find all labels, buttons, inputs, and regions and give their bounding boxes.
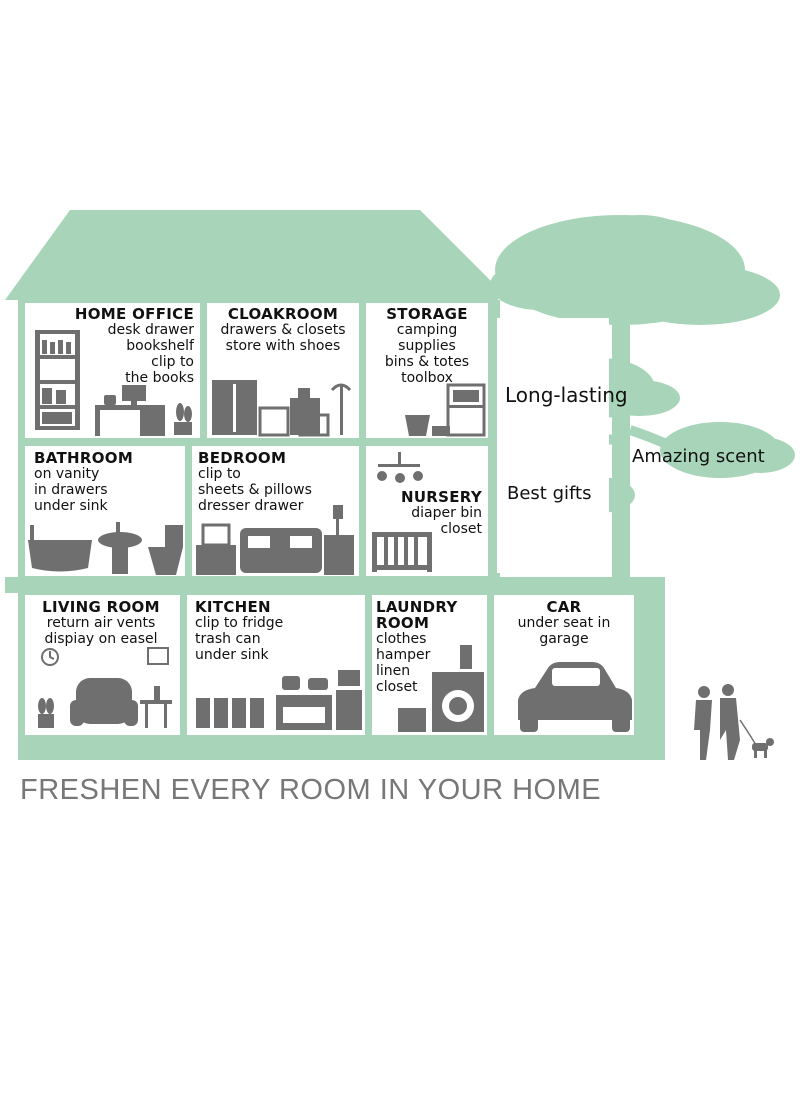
bedroom-line: sheets & pillows <box>198 482 312 498</box>
laundry-room-title: LAUNDRY <box>376 598 458 616</box>
dining-chairs-icon <box>196 698 264 728</box>
coat-rack-icon <box>330 383 352 435</box>
nightstand-icon <box>196 523 236 575</box>
stove-icon <box>276 676 332 730</box>
armchair-icon <box>70 678 138 726</box>
home-office-title: HOME OFFICE <box>74 305 194 323</box>
bed-icon <box>240 528 322 573</box>
kitchen-title: KITCHEN <box>195 598 271 616</box>
bathroom-title: BATHROOM <box>34 449 134 467</box>
amazing-scent-tag: Amazing scent <box>632 446 765 467</box>
side-table-icon <box>140 686 172 728</box>
picture-frame-icon <box>147 647 169 665</box>
storage-line: toolbox <box>401 370 453 386</box>
best-gifts-tag: Best gifts <box>507 483 592 504</box>
cloakroom-label: CLOAKROOM drawers & closets store with s… <box>207 306 359 354</box>
car-line: garage <box>539 631 589 647</box>
nursery-line: diaper bin <box>411 505 482 521</box>
sink-icon <box>98 522 142 574</box>
toilet-icon <box>148 525 183 575</box>
kitchen-line: under sink <box>195 647 269 663</box>
cloakroom-icons <box>212 380 352 437</box>
nursery-icons <box>372 452 432 572</box>
bedroom-line: clip to <box>198 466 241 482</box>
storage-icons <box>405 383 486 437</box>
baby-mobile-icon <box>377 452 423 483</box>
bedroom-label: BEDROOM clip to sheets & pillows dresser… <box>198 450 358 514</box>
kitchen-label: KITCHEN clip to fridge trash can under s… <box>195 599 363 663</box>
living-room-line: dispiay on easel <box>44 631 158 647</box>
footer-headline: FRESHEN EVERY ROOM IN YOUR HOME <box>20 774 602 806</box>
nursery-line: closet <box>440 521 482 537</box>
bathroom-icons <box>28 522 183 575</box>
laundry-room-line: closet <box>376 679 418 695</box>
storage-title: STORAGE <box>386 305 468 323</box>
toolbox-icon <box>432 426 450 436</box>
bathroom-line: in drawers <box>34 482 108 498</box>
car-label: CAR under seat in garage <box>494 599 634 647</box>
tree-canopy-top <box>490 215 780 325</box>
kitchen-icons <box>196 670 362 730</box>
house-roof <box>5 210 495 300</box>
nursery-title: NURSERY <box>400 488 482 506</box>
storage-shelf-icon <box>446 383 486 437</box>
bench-icon <box>298 413 330 437</box>
kitchen-line: trash can <box>195 631 261 647</box>
living-room-icons <box>38 647 172 728</box>
bathroom-line: on vanity <box>34 466 100 482</box>
living-room-line: return air vents <box>46 615 156 631</box>
kitchen-line: clip to fridge <box>195 615 284 631</box>
storage-line: bins & totes <box>384 354 470 370</box>
fridge-icon <box>336 670 362 730</box>
bathtub-icon <box>28 525 92 572</box>
nursery-label: NURSERY diaper bin closet <box>366 489 482 537</box>
crib-icon <box>372 532 432 572</box>
wardrobe-icon <box>212 380 257 435</box>
laundry-room-line: hamper <box>376 647 431 663</box>
bookshelf-icon <box>35 330 80 430</box>
bathroom-line: under sink <box>34 498 108 514</box>
bedroom-line: dresser drawer <box>198 498 304 514</box>
storage-label: STORAGE camping supplies bins & totes to… <box>366 306 488 386</box>
home-office-line: desk drawer <box>107 322 194 338</box>
car-icon <box>518 662 632 732</box>
bedroom-title: BEDROOM <box>198 449 287 467</box>
long-lasting-tag: Long-lasting <box>505 383 628 407</box>
laundry-room-line: clothes <box>376 631 427 647</box>
tree-trunk <box>612 300 630 590</box>
plant-icon <box>174 403 192 435</box>
washing-machine-icon <box>432 645 484 732</box>
dresser-icon <box>324 505 354 575</box>
home-office-line: the books <box>125 370 194 386</box>
home-office-icons <box>35 330 192 436</box>
laundry-icons <box>398 645 484 732</box>
car-line: under seat in <box>517 615 611 631</box>
desk-icon <box>95 385 165 436</box>
cloakroom-line: store with shoes <box>225 338 341 354</box>
clock-icon <box>41 648 59 666</box>
cloakroom-line: drawers & closets <box>220 322 346 338</box>
bedroom-icons <box>196 505 354 575</box>
living-room-label: LIVING ROOM return air vents dispiay on … <box>25 599 177 647</box>
home-office-line: bookshelf <box>126 338 194 354</box>
car-title: CAR <box>546 598 582 616</box>
home-office-label: HOME OFFICE desk drawer bookshelf clip t… <box>40 306 194 386</box>
laundry-room-line: linen <box>376 663 411 679</box>
bathroom-label: BATHROOM on vanity in drawers under sink <box>34 450 184 514</box>
couple-walking-dog-icon <box>694 684 774 760</box>
living-room-title: LIVING ROOM <box>42 598 160 616</box>
potted-plant-icon <box>38 698 54 728</box>
home-office-line: clip to <box>151 354 194 370</box>
cloakroom-title: CLOAKROOM <box>227 305 339 323</box>
laundry-basket-icon <box>398 708 426 732</box>
storage-line: camping <box>396 322 458 338</box>
storage-line: supplies <box>398 338 456 354</box>
laundry-room-title: ROOM <box>376 614 430 632</box>
laundry-room-label: LAUNDRY ROOM clothes hamper linen closet <box>376 599 486 695</box>
bucket-icon <box>405 415 430 436</box>
